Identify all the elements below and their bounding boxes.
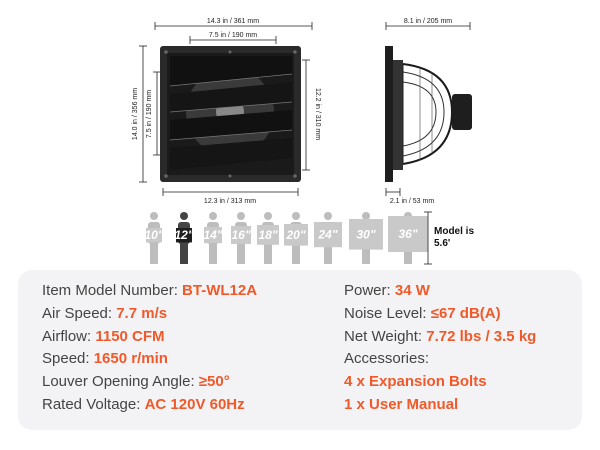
- spec-value: 1150 CFM: [95, 327, 165, 345]
- side-flange-label: 2.1 in / 53 mm: [390, 198, 435, 205]
- spec-label: Item Model Number:: [42, 282, 183, 299]
- spec-value: 7.7 m/s: [116, 304, 168, 322]
- spec-value: 4 x Expansion Bolts: [344, 373, 487, 391]
- spec-label: Power:: [344, 282, 395, 299]
- model-note-line2: 5.6': [434, 238, 451, 249]
- fan-size-box: [231, 226, 251, 244]
- front-height-label: 14.0 in / 356 mm: [132, 88, 139, 140]
- spec-value: AC 120V 60Hz: [144, 395, 245, 413]
- spec-value: ≥50°: [198, 373, 230, 391]
- spec-label: Airflow:: [42, 327, 96, 345]
- fan-size-box: [257, 225, 279, 245]
- spec-row: 4 x Expansion Bolts: [344, 371, 536, 394]
- fan-size-box: [146, 228, 162, 243]
- fan-size-label: 36": [398, 227, 417, 241]
- spec-value: 1 x User Manual: [344, 395, 459, 413]
- spec-label: Noise Level:: [344, 304, 431, 322]
- spec-value: 7.72 lbs / 3.5 kg: [426, 327, 537, 345]
- model-height-note: Model is 5.6': [434, 226, 474, 250]
- fan-size-box: [284, 224, 308, 246]
- fan-size-box: [204, 227, 222, 244]
- spec-row: 1 x User Manual: [344, 394, 536, 417]
- fan-size-label: 24": [317, 228, 337, 242]
- front-width-label: 14.3 in / 361 mm: [207, 18, 259, 25]
- fan-front-illustration: [160, 46, 301, 182]
- spec-value: 1650 r/min: [93, 350, 168, 368]
- spec-row: Speed: 1650 r/min: [42, 348, 257, 371]
- spec-label: Rated Voltage:: [42, 395, 145, 413]
- spec-value: 34 W: [394, 282, 430, 299]
- fan-size-box: [349, 219, 383, 250]
- spec-row: Airflow: 1150 CFM: [42, 326, 257, 349]
- spec-row: Power: 34 W: [344, 280, 536, 303]
- fan-size-label: 18": [258, 228, 277, 242]
- spec-row: Noise Level: ≤67 dB(A): [344, 303, 536, 326]
- fan-size-box: [314, 222, 342, 248]
- front-view-diagram: 14.3 in / 361 mm 7.5 in / 190 mm 14.0 in…: [132, 18, 472, 265]
- spec-row: Louver Opening Angle: ≥50°: [42, 371, 257, 394]
- fan-size-box: [176, 228, 192, 243]
- side-depth-label: 8.1 in / 205 mm: [404, 18, 452, 25]
- spec-label: Air Speed:: [42, 304, 117, 322]
- front-inner-height-label: 7.5 in / 190 mm: [146, 90, 153, 138]
- fan-size-box: [388, 216, 428, 252]
- spec-row: Rated Voltage: AC 120V 60Hz: [42, 394, 257, 417]
- size-comparison: 10" 12" 14" 16" 18" 20" 24" 30" 36": [144, 212, 428, 264]
- fan-size-label: 16": [231, 228, 250, 242]
- spec-value: ≤67 dB(A): [430, 304, 501, 322]
- fan-side-illustration: [385, 46, 472, 182]
- fan-size-label: 20": [285, 228, 305, 242]
- spec-label: Net Weight:: [344, 327, 427, 345]
- front-bottom-width-label: 12.3 in / 313 mm: [204, 198, 256, 205]
- fan-size-label: 14": [203, 228, 222, 242]
- fan-size-label: 12": [174, 228, 193, 242]
- spec-row: Net Weight: 7.72 lbs / 3.5 kg: [344, 326, 536, 349]
- front-inner-width-label: 7.5 in / 190 mm: [209, 32, 257, 39]
- fan-size-label: 30": [356, 227, 375, 241]
- spec-row: Item Model Number: BT-WL12A: [42, 280, 257, 303]
- model-note-line1: Model is: [434, 226, 475, 237]
- spec-label: Speed:: [42, 350, 94, 368]
- fan-size-label: 10": [144, 228, 163, 242]
- spec-row: Accessories:: [344, 348, 536, 371]
- spec-label: Accessories:: [344, 350, 430, 368]
- spec-row: Air Speed: 7.7 m/s: [42, 303, 257, 326]
- front-right-height-label: 12.2 in / 310 mm: [314, 88, 321, 140]
- spec-label: Louver Opening Angle:: [42, 373, 199, 391]
- spec-value: BT-WL12A: [182, 282, 258, 299]
